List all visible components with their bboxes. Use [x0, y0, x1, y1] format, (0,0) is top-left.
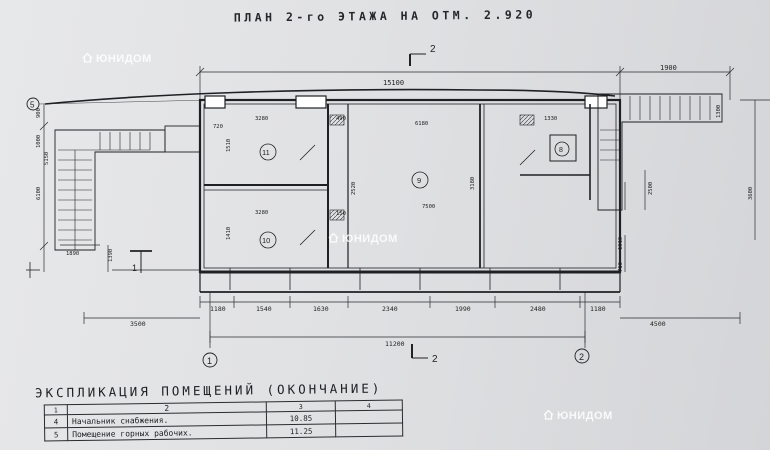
- svg-text:1630: 1630: [313, 305, 329, 313]
- watermark-logo: ЮНИДОМ: [328, 232, 398, 245]
- svg-text:1510: 1510: [226, 139, 232, 152]
- section-marker-bottom: 2: [411, 344, 438, 365]
- svg-text:1180: 1180: [590, 305, 606, 313]
- house-icon: [543, 409, 554, 420]
- svg-text:710: 710: [618, 262, 624, 272]
- stair-left: [54, 125, 201, 251]
- svg-text:2: 2: [579, 352, 584, 362]
- dimension-lines-left: [39, 104, 200, 272]
- dim-left-ext: 3500: [130, 320, 146, 328]
- svg-text:1000: 1000: [36, 135, 42, 148]
- axis-marker-1-left: [26, 262, 40, 278]
- svg-text:720: 720: [213, 124, 223, 130]
- dim-bottom-overall: 11200: [385, 340, 405, 348]
- svg-text:1390: 1390: [108, 249, 114, 262]
- room-8-label: 8: [559, 147, 563, 154]
- room-dimension-labels: 3280 6180 1330 3280 7500 720 490 150 151…: [213, 116, 557, 240]
- svg-text:150: 150: [336, 211, 346, 217]
- section-marker-left: 1: [130, 250, 152, 273]
- svg-text:6180: 6180: [415, 121, 428, 127]
- svg-text:1910: 1910: [618, 237, 624, 250]
- dim-right-ext: 4500: [650, 320, 666, 328]
- svg-text:2: 2: [432, 354, 438, 365]
- room-9-label: 9: [417, 176, 421, 185]
- svg-text:1: 1: [132, 263, 137, 273]
- svg-text:1: 1: [207, 356, 212, 366]
- svg-text:5: 5: [30, 101, 35, 110]
- watermark-logo: ЮНИДОМ: [82, 52, 152, 65]
- dim-top-overall: 15100: [383, 79, 404, 87]
- dimension-lines-right: [624, 99, 770, 272]
- svg-text:1180: 1180: [210, 305, 226, 313]
- svg-text:1300: 1300: [716, 105, 722, 118]
- dimension-lines-top: [195, 66, 735, 100]
- axis-marker-2: 2: [574, 348, 590, 364]
- svg-text:3600: 3600: [748, 187, 754, 200]
- svg-text:900: 900: [36, 108, 42, 118]
- house-icon: [82, 52, 93, 63]
- building-outline: [44, 88, 622, 293]
- stair-right: [597, 93, 723, 211]
- svg-text:3280: 3280: [255, 116, 268, 122]
- right-side-dimensions: 3600 1300 1910 710 2500: [618, 105, 754, 272]
- room-labels: 11 10 9 8: [259, 141, 570, 249]
- explication-table: 1 2 3 4 4 Начальник снабжения. 10.85 5 П…: [44, 399, 403, 441]
- svg-text:2520: 2520: [351, 182, 357, 195]
- axis-marker-5: 5: [26, 97, 211, 111]
- room-11-label: 11: [262, 148, 270, 157]
- interior-walls: [204, 104, 591, 290]
- svg-text:1330: 1330: [544, 116, 557, 122]
- svg-text:6100: 6100: [36, 187, 42, 200]
- svg-text:1890: 1890: [66, 251, 79, 257]
- room-10-label: 10: [262, 236, 270, 245]
- svg-text:1540: 1540: [256, 305, 272, 313]
- watermark-logo: ЮНИДОМ: [543, 409, 613, 422]
- svg-text:5150: 5150: [44, 152, 50, 165]
- svg-text:490: 490: [336, 116, 346, 122]
- svg-text:2480: 2480: [530, 305, 546, 313]
- bottom-chain-dimensions: 1180 1540 1630 2340 1990 2480 1180 3500 …: [130, 305, 666, 348]
- svg-text:1990: 1990: [455, 305, 471, 313]
- svg-text:7500: 7500: [422, 204, 435, 210]
- svg-text:3280: 3280: [255, 210, 268, 216]
- section-marker-top: 2: [409, 44, 436, 66]
- svg-text:3180: 3180: [470, 177, 476, 190]
- svg-text:2340: 2340: [382, 305, 398, 313]
- section-label: 2: [430, 44, 436, 55]
- axis-marker-1: 1: [202, 352, 218, 368]
- svg-text:1410: 1410: [226, 227, 232, 240]
- left-side-dimensions: 6100 5150 1000 900 1890 1390: [36, 108, 114, 262]
- dimension-lines-bottom: [83, 292, 741, 348]
- dim-top-right: 1900: [660, 64, 677, 72]
- svg-text:2500: 2500: [648, 182, 654, 195]
- house-icon: [328, 232, 339, 243]
